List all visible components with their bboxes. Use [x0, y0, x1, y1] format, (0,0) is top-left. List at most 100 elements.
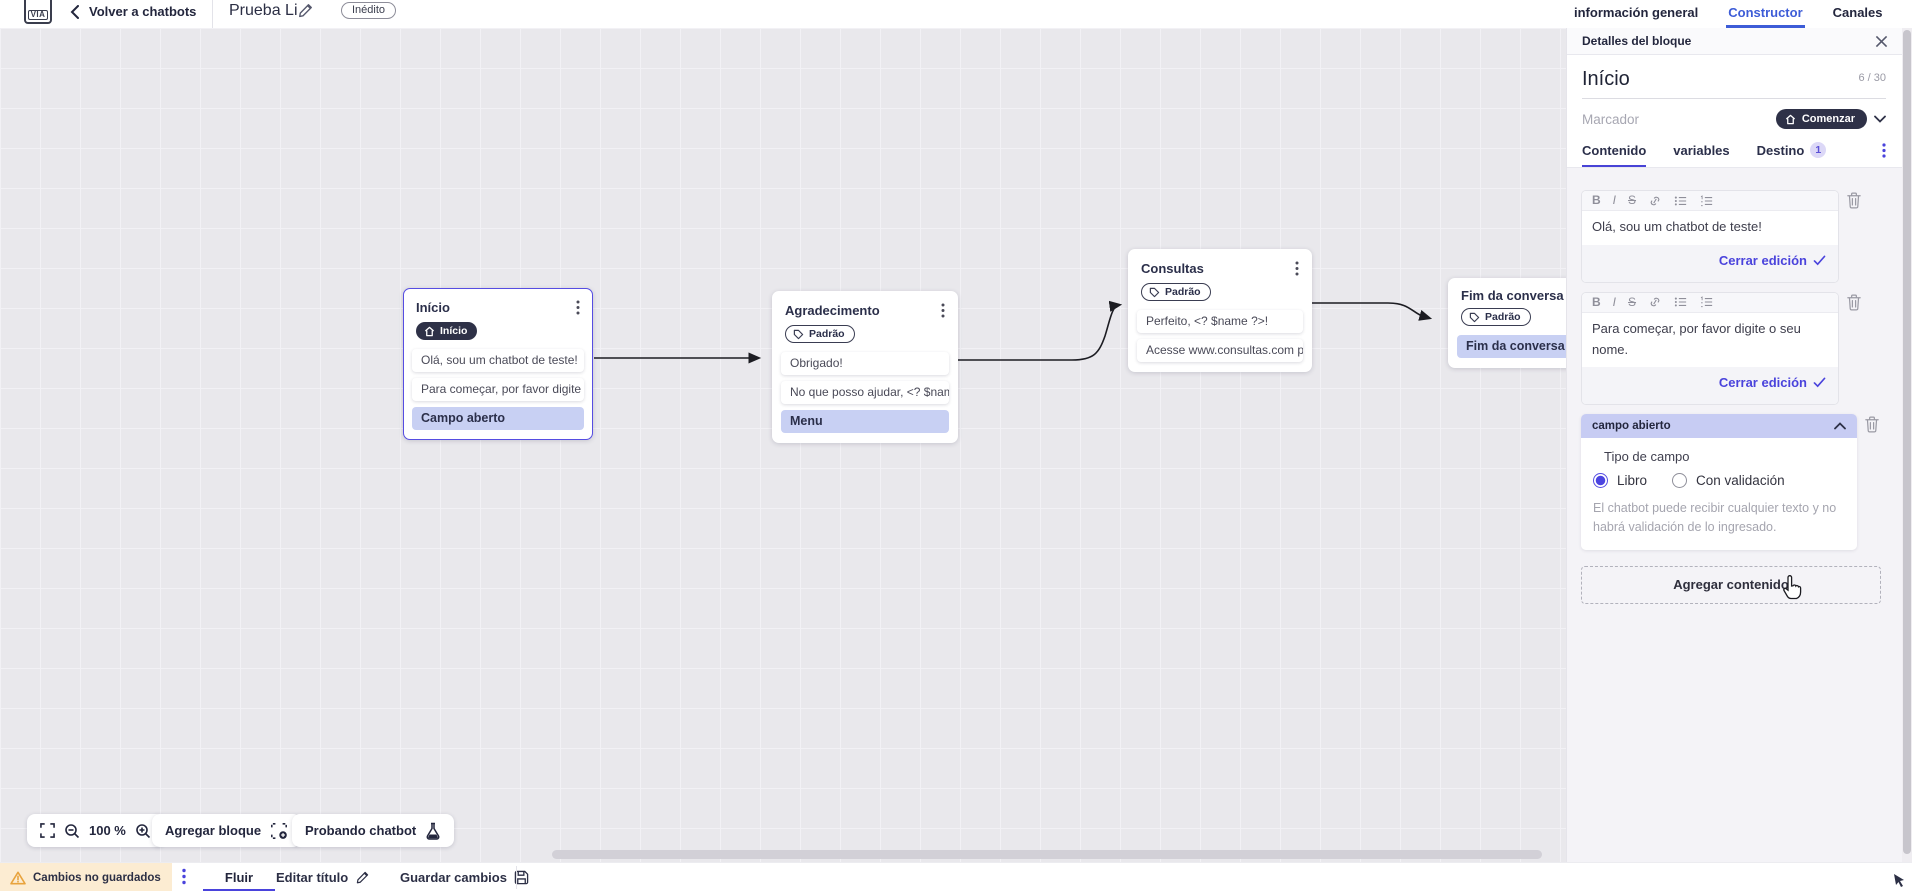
tab-contenido[interactable]: Contenido [1582, 142, 1647, 167]
radio-con-validacion-label[interactable]: Con validación [1696, 473, 1785, 489]
node-message-item[interactable]: Olá, sou um chatbot de teste! [412, 348, 584, 372]
strikethrough-icon[interactable]: S [1628, 193, 1637, 207]
chevron-left-icon [70, 4, 79, 19]
close-edit-label: Cerrar edición [1718, 375, 1807, 391]
name-underline [1582, 98, 1886, 99]
edge-consultas-fim [1312, 302, 1433, 321]
tab-destino-label: Destino [1756, 142, 1805, 158]
tab-variables-label: variables [1673, 142, 1730, 158]
tab-fluir-underline [203, 889, 275, 891]
bullet-list-icon[interactable] [1674, 195, 1688, 207]
horizontal-scrollbar[interactable] [552, 850, 1542, 859]
node-message-item[interactable]: Perfeito, <? $name ?>! [1137, 309, 1303, 333]
status-badge: Inédito [341, 2, 397, 19]
radio-libro-label[interactable]: Libro [1617, 473, 1648, 489]
node-end-item[interactable]: Fim da conversa [1457, 334, 1566, 358]
radio-libro[interactable] [1593, 473, 1608, 489]
message-text[interactable]: Para começar, por favor digite o seu nom… [1582, 312, 1838, 368]
edit-title-button[interactable]: Editar título [276, 863, 370, 891]
chatbot-title[interactable]: Prueba Li [229, 2, 298, 19]
top-bar: VIA Volver a chatbots Prueba Li Inédito … [0, 0, 1912, 28]
flow-options-menu-icon[interactable] [182, 868, 186, 890]
close-edit-button[interactable]: Cerrar edición [1719, 375, 1826, 390]
delete-content-icon[interactable] [1864, 416, 1880, 438]
node-menu-item[interactable]: Menu [781, 409, 949, 433]
open-field-title: campo abierto [1592, 420, 1671, 433]
vertical-scrollbar[interactable] [1902, 28, 1912, 862]
tab-variables[interactable]: variables [1673, 143, 1729, 167]
test-chatbot-button[interactable]: Probando chatbot [292, 814, 455, 847]
start-marker-chip[interactable]: Comenzar [1775, 109, 1867, 129]
zoom-out-icon[interactable] [64, 823, 80, 839]
default-badge-label: Padrão [1165, 286, 1201, 298]
home-icon [424, 326, 435, 336]
fit-screen-icon[interactable] [40, 823, 55, 838]
chevron-down-icon[interactable] [1874, 115, 1886, 123]
node-message-item[interactable]: No que posso ajudar, <? $name ... [781, 380, 949, 404]
marker-input[interactable]: Marcador [1582, 111, 1640, 127]
edit-title-icon[interactable] [297, 2, 314, 24]
open-field-header[interactable]: campo abierto [1581, 414, 1857, 439]
italic-icon[interactable]: I [1612, 294, 1617, 309]
scrollbar-thumb[interactable] [1903, 30, 1911, 854]
tab-constructor[interactable]: Constructor [1726, 0, 1805, 28]
radio-con-validacion[interactable] [1672, 473, 1688, 489]
close-edit-button[interactable]: Cerrar edición [1719, 253, 1826, 268]
tag-icon [793, 329, 804, 339]
node-message-item[interactable]: Obrigado! [781, 351, 949, 375]
field-help-text: El chatbot puede recibir cualquier texto… [1593, 501, 1837, 534]
node-open-field-item[interactable]: Campo aberto [412, 406, 584, 430]
italic-icon[interactable]: I [1612, 193, 1617, 207]
bold-icon[interactable]: B [1592, 294, 1601, 309]
node-menu-icon[interactable] [574, 298, 582, 317]
chevron-up-icon[interactable] [1834, 422, 1846, 430]
flow-canvas[interactable]: Início Início Olá, sou um chatbot de tes… [0, 28, 1566, 862]
text-editor-card[interactable]: B I S Para começar, por favor digite o s… [1581, 291, 1839, 406]
default-badge: Padrão [1461, 308, 1531, 326]
numbered-list-icon[interactable] [1700, 194, 1714, 207]
block-name-input[interactable]: Início [1582, 68, 1630, 90]
tab-informacion-general[interactable]: información general [1574, 5, 1699, 20]
flow-node-fim-da-conversa[interactable]: Fim da conversa Padrão Fim da conversa [1448, 278, 1566, 368]
tab-contenido-label: Contenido [1582, 142, 1647, 158]
content-row: B I S Olá, sou um chatbot de teste! Cerr… [1581, 190, 1888, 283]
strikethrough-icon[interactable]: S [1628, 294, 1637, 309]
node-message-item[interactable]: Para começar, por favor digite o ... [412, 377, 584, 401]
tab-options-menu-icon[interactable] [1882, 142, 1886, 167]
node-title: Início [416, 300, 450, 315]
add-content-button[interactable]: Agregar contenido [1581, 565, 1881, 604]
tab-fluir[interactable]: Fluir [190, 863, 288, 891]
unsaved-changes-label: Cambios no guardados [33, 871, 161, 884]
zoom-controls: 100 % [27, 814, 164, 847]
tab-destino[interactable]: Destino 1 [1757, 142, 1827, 167]
editor-toolbar: B I S [1582, 191, 1838, 211]
bullet-list-icon[interactable] [1674, 296, 1688, 308]
flask-icon [426, 822, 440, 840]
flow-node-agradecimento[interactable]: Agradecimento Padrão Obrigado! No que po… [772, 291, 958, 443]
bold-icon[interactable]: B [1592, 193, 1601, 207]
back-to-chatbots-button[interactable]: Volver a chatbots [70, 4, 196, 19]
add-block-button[interactable]: Agregar bloque [152, 814, 302, 847]
link-icon[interactable] [1648, 195, 1662, 207]
default-badge-label: Padrão [1485, 311, 1521, 323]
message-text[interactable]: Olá, sou um chatbot de teste! [1582, 211, 1838, 245]
numbered-list-icon[interactable] [1700, 296, 1714, 308]
text-editor-card[interactable]: B I S Olá, sou um chatbot de teste! Cerr… [1581, 190, 1839, 283]
link-icon[interactable] [1648, 296, 1662, 308]
topbar-divider [212, 0, 213, 28]
zoom-in-icon[interactable] [135, 823, 151, 839]
tab-canales[interactable]: Canales [1832, 5, 1883, 20]
delete-content-icon[interactable] [1846, 192, 1862, 214]
field-type-label: Tipo de campo [1604, 449, 1690, 465]
flow-node-consultas[interactable]: Consultas Padrão Perfeito, <? $name ?>! … [1128, 249, 1312, 372]
delete-content-icon[interactable] [1846, 294, 1862, 316]
add-block-icon [271, 822, 288, 839]
node-title: Consultas [1141, 261, 1204, 276]
close-icon[interactable] [1875, 35, 1888, 48]
save-changes-button[interactable]: Guardar cambios [400, 863, 529, 891]
node-menu-icon[interactable] [939, 301, 947, 320]
check-icon [1813, 377, 1826, 388]
node-menu-icon[interactable] [1293, 259, 1301, 278]
flow-node-inicio[interactable]: Início Início Olá, sou um chatbot de tes… [403, 288, 593, 440]
node-message-item[interactable]: Acesse www.consultas.com par... [1137, 338, 1303, 362]
